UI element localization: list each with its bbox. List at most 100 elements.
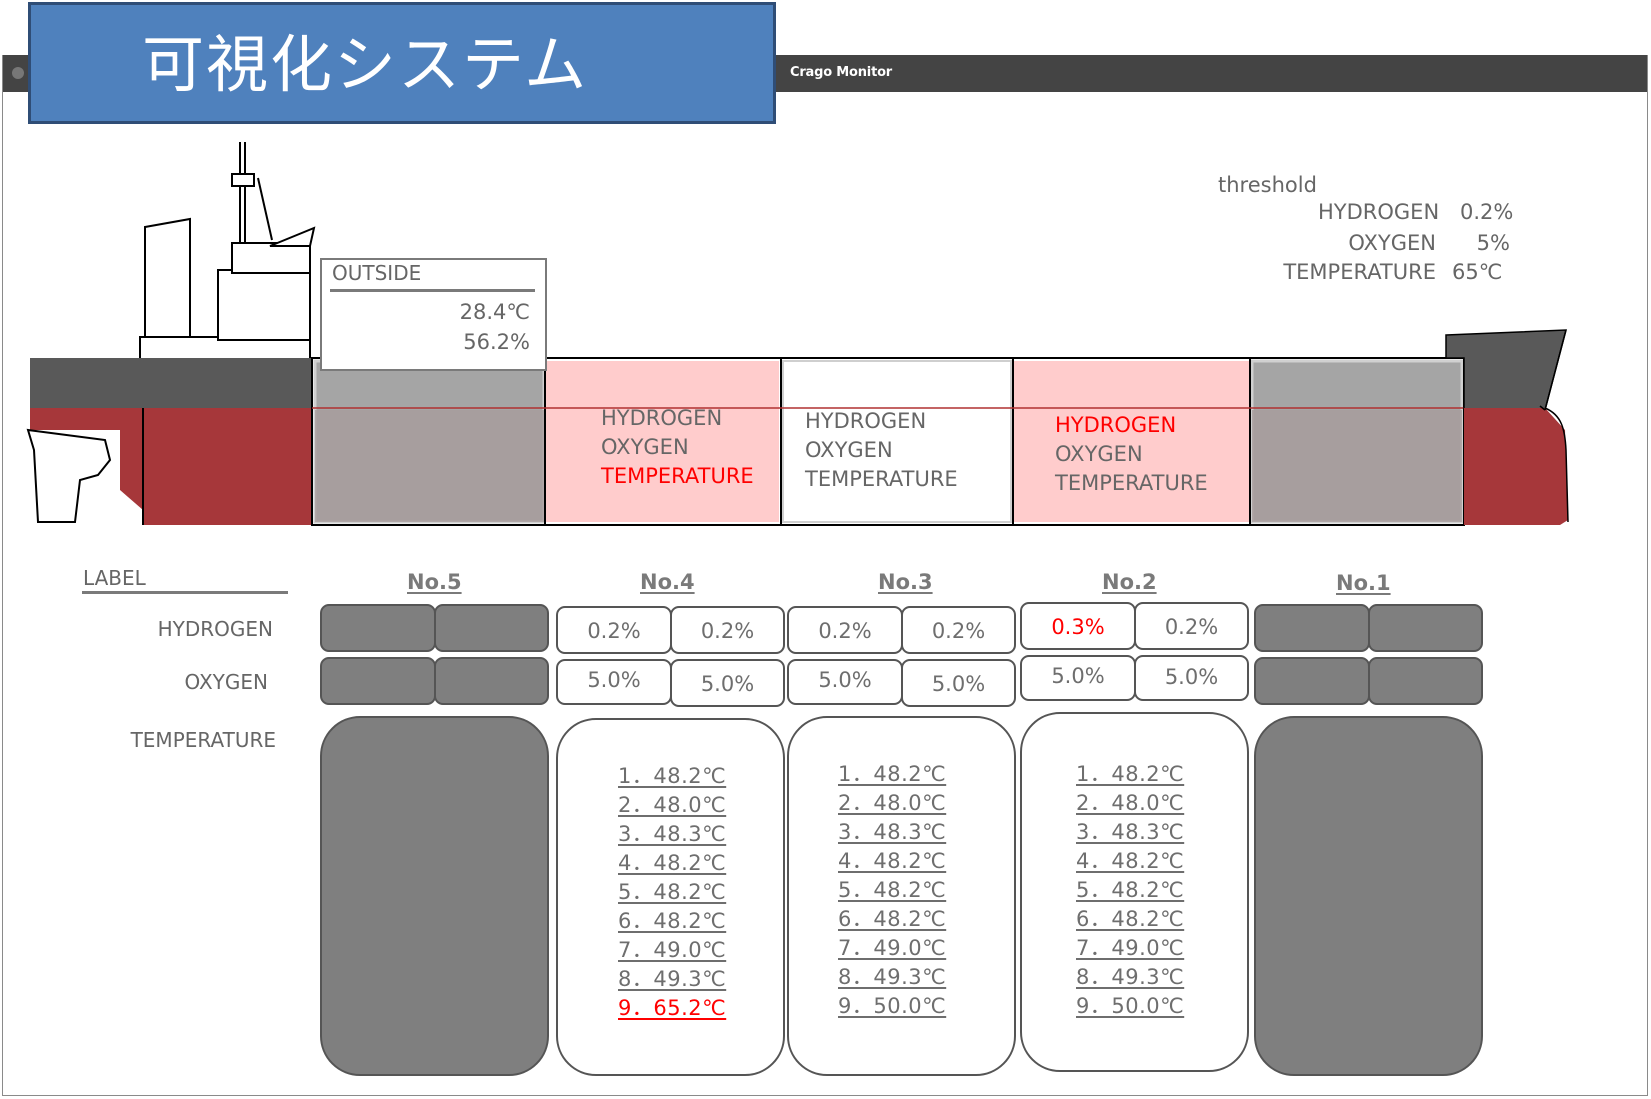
- threshold-oxygen-label: OXYGEN: [1348, 231, 1436, 255]
- hold-no2-temperature: TEMPERATURE: [1055, 471, 1208, 495]
- row-label-oxygen: OXYGEN: [184, 670, 268, 694]
- no4-oxygen-sensor-1[interactable]: 5.0%: [556, 659, 672, 705]
- banner-title: 可視化システム: [142, 28, 589, 101]
- no3-oxygen-sensor-2[interactable]: 5.0%: [901, 659, 1016, 707]
- no3-temp-2: 2．48.0℃: [838, 791, 947, 815]
- no2-temp-5: 5．48.2℃: [1076, 878, 1185, 902]
- ship-diagram: [26, 142, 1569, 526]
- hold-no3-temperature: TEMPERATURE: [805, 467, 958, 491]
- title-banner: [28, 2, 776, 124]
- no2-temp-3: 3．48.3℃: [1076, 820, 1185, 844]
- no5-hydrogen-sensor-1[interactable]: [320, 604, 436, 652]
- threshold-temperature-value: 65℃: [1452, 260, 1503, 284]
- no2-temp-9: 9．50.0℃: [1076, 994, 1185, 1018]
- no2-temp-4: 4．48.2℃: [1076, 849, 1185, 873]
- no2-temp-1: 1．48.2℃: [1076, 762, 1185, 786]
- no5-hydrogen-sensor-2[interactable]: [434, 604, 549, 652]
- hold-no2-oxygen: OXYGEN: [1055, 442, 1143, 466]
- no5-temperature-panel[interactable]: [320, 716, 549, 1076]
- hull-aft: [30, 408, 312, 525]
- no1-hydrogen-sensor-2[interactable]: [1368, 604, 1483, 652]
- no4-temp-4: 4．48.2℃: [618, 851, 727, 875]
- hold-no2-labels: HYDROGEN OXYGEN TEMPERATURE: [1055, 411, 1208, 498]
- no2-temperature-list: 1．48.2℃ 2．48.0℃ 3．48.3℃ 4．48.2℃ 5．48.2℃ …: [1076, 760, 1184, 1021]
- no4-temperature-list: 1．48.2℃ 2．48.0℃ 3．48.3℃ 4．48.2℃ 5．48.2℃ …: [618, 762, 726, 1023]
- row-label-temperature: TEMPERATURE: [130, 728, 276, 752]
- no4-temp-5: 5．48.2℃: [618, 880, 727, 904]
- hold-no3-oxygen: OXYGEN: [805, 438, 893, 462]
- deck-band: [30, 358, 312, 408]
- outside-title: OUTSIDE: [332, 261, 422, 285]
- no4-hydrogen-sensor-2[interactable]: 0.2%: [670, 606, 785, 654]
- column-header-no3[interactable]: No.3: [878, 570, 933, 594]
- no4-oxygen-sensor-2[interactable]: 5.0%: [670, 659, 785, 707]
- no3-temperature-list: 1．48.2℃ 2．48.0℃ 3．48.3℃ 4．48.2℃ 5．48.2℃ …: [838, 760, 946, 1021]
- bridge-block: [217, 269, 311, 341]
- hold-no2: [1014, 361, 1249, 522]
- threshold-oxygen-value: 5%: [1476, 231, 1510, 255]
- no2-temperature-panel[interactable]: [1020, 712, 1249, 1072]
- no3-temp-7: 7．49.0℃: [838, 936, 947, 960]
- threshold-heading: threshold: [1218, 173, 1317, 197]
- bridge-upper: [231, 242, 311, 274]
- no4-temperature-panel[interactable]: [556, 718, 785, 1076]
- hold-no2-hydrogen: HYDROGEN: [1055, 413, 1177, 437]
- no4-temp-1: 1．48.2℃: [618, 764, 727, 788]
- hold-no3-labels: HYDROGEN OXYGEN TEMPERATURE: [805, 407, 958, 494]
- hold-no4-oxygen: OXYGEN: [601, 435, 689, 459]
- hold-no3-hydrogen: HYDROGEN: [805, 409, 927, 433]
- no1-temperature-panel[interactable]: [1254, 716, 1483, 1076]
- no1-oxygen-sensor-2[interactable]: [1368, 657, 1483, 705]
- no3-temp-9: 9．50.0℃: [838, 994, 947, 1018]
- column-header-no5[interactable]: No.5: [407, 570, 462, 594]
- threshold-hydrogen-value: 0.2%: [1460, 200, 1514, 224]
- no4-hydrogen-sensor-1[interactable]: 0.2%: [556, 606, 672, 654]
- no2-hydrogen-sensor-2[interactable]: 0.2%: [1134, 602, 1249, 650]
- no3-temp-3: 3．48.3℃: [838, 820, 947, 844]
- wheelhouse-wing: [269, 226, 316, 247]
- no3-temp-8: 8．49.3℃: [838, 965, 947, 989]
- funnel: [144, 217, 191, 338]
- no2-oxygen-sensor-2[interactable]: 5.0%: [1134, 655, 1249, 701]
- rudder: [26, 428, 112, 523]
- no4-temp-6: 6．48.2℃: [618, 909, 727, 933]
- no4-temp-2: 2．48.0℃: [618, 793, 727, 817]
- outside-panel: [320, 258, 547, 371]
- no3-hydrogen-sensor-2[interactable]: 0.2%: [901, 606, 1016, 654]
- no3-temp-6: 6．48.2℃: [838, 907, 947, 931]
- no3-oxygen-sensor-1[interactable]: 5.0%: [787, 659, 903, 705]
- no3-temperature-panel[interactable]: [787, 716, 1016, 1076]
- no1-oxygen-sensor-1[interactable]: [1254, 657, 1370, 705]
- threshold-temperature-label: TEMPERATURE: [1283, 260, 1436, 284]
- no2-temp-8: 8．49.3℃: [1076, 965, 1185, 989]
- no5-oxygen-sensor-1[interactable]: [320, 657, 436, 705]
- column-header-no1[interactable]: No.1: [1336, 571, 1391, 595]
- hold-no4-temperature: TEMPERATURE: [601, 464, 754, 488]
- outside-humidity: 56.2%: [463, 330, 530, 354]
- window-close-dot[interactable]: [12, 67, 24, 79]
- no2-oxygen-sensor-1[interactable]: 5.0%: [1020, 655, 1136, 701]
- no4-temp-3: 3．48.3℃: [618, 822, 727, 846]
- no2-temp-6: 6．48.2℃: [1076, 907, 1185, 931]
- no2-temp-2: 2．48.0℃: [1076, 791, 1185, 815]
- label-underline: [82, 591, 288, 594]
- column-header-no4[interactable]: No.4: [640, 570, 695, 594]
- hold-no4: [546, 361, 779, 522]
- no3-temp-5: 5．48.2℃: [838, 878, 947, 902]
- hold-no3: [782, 360, 1012, 523]
- hold-no4-labels: HYDROGEN OXYGEN TEMPERATURE: [601, 404, 754, 491]
- label-heading: LABEL: [83, 566, 146, 590]
- outside-divider: [330, 289, 535, 292]
- outside-temperature: 28.4℃: [459, 300, 530, 324]
- window-title: Crago Monitor: [790, 65, 893, 80]
- no2-hydrogen-sensor-1[interactable]: 0.3%: [1020, 602, 1136, 650]
- no1-hydrogen-sensor-1[interactable]: [1254, 604, 1370, 652]
- no4-temp-8: 8．49.3℃: [618, 967, 727, 991]
- no3-temp-1: 1．48.2℃: [838, 762, 947, 786]
- no4-temp-7: 7．49.0℃: [618, 938, 727, 962]
- bow-hull: [1464, 408, 1568, 525]
- no3-temp-4: 4．48.2℃: [838, 849, 947, 873]
- column-header-no2[interactable]: No.2: [1102, 570, 1157, 594]
- no5-oxygen-sensor-2[interactable]: [434, 657, 549, 705]
- no3-hydrogen-sensor-1[interactable]: 0.2%: [787, 606, 903, 654]
